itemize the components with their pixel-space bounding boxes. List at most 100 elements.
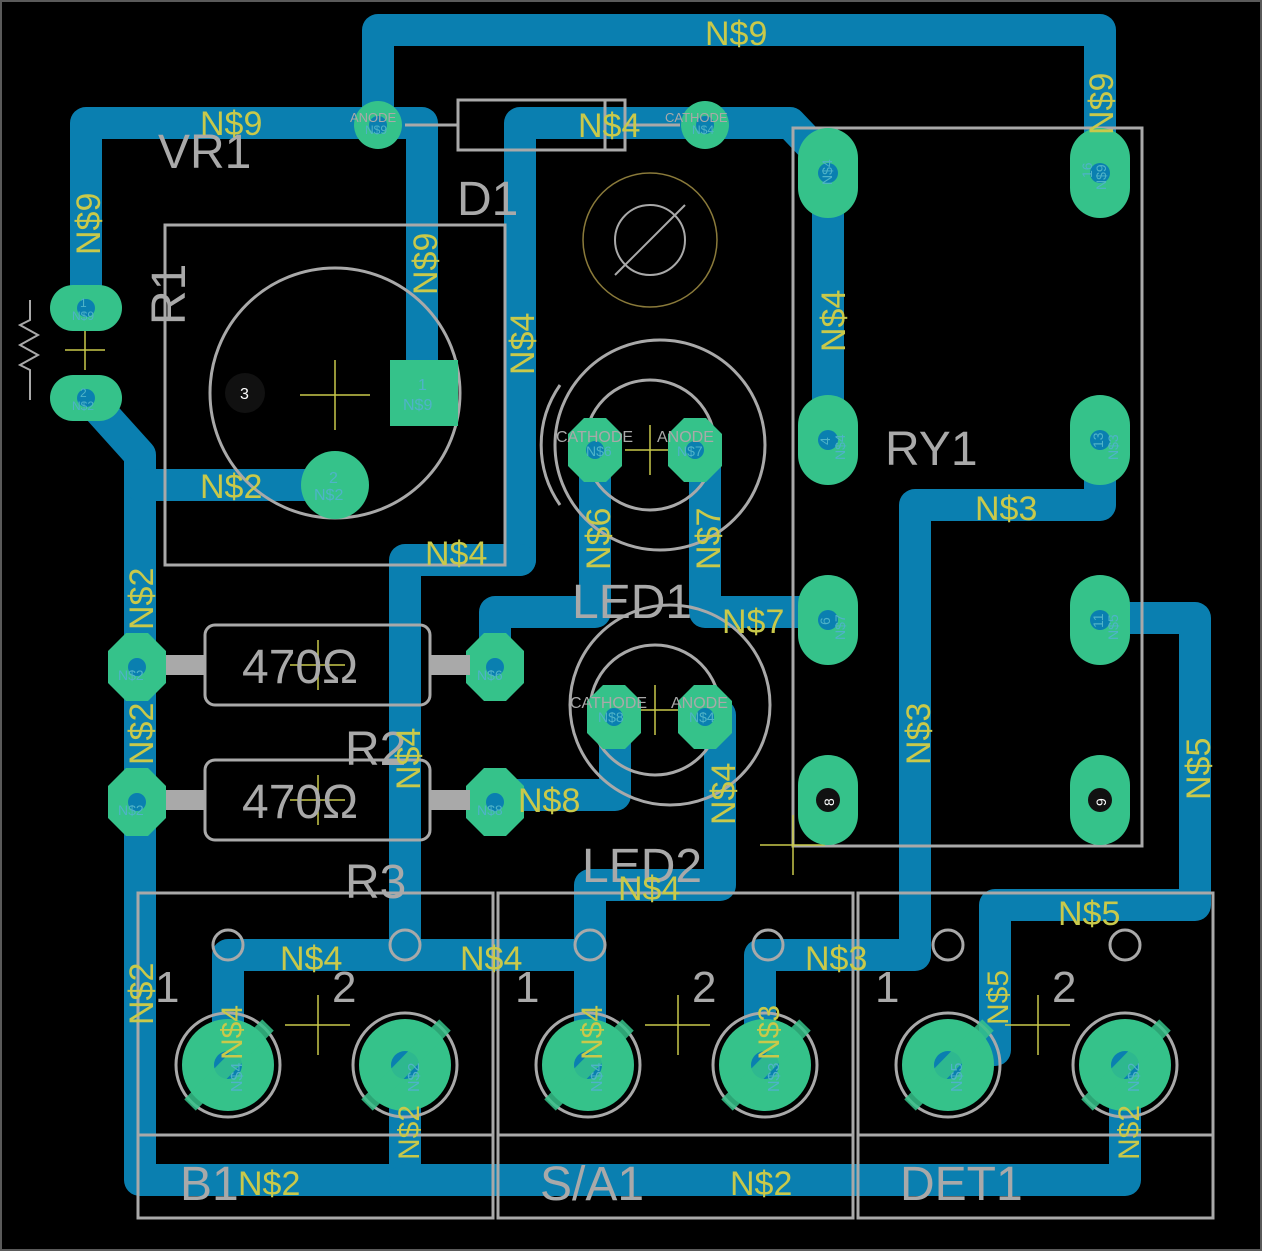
r2-value: 470Ω (242, 641, 358, 694)
b1-pad-1-net: N$4 (229, 1063, 246, 1092)
terminal-slashes (184, 1019, 1171, 1111)
r2-pad-1-net: N$2 (118, 667, 144, 683)
r1-zigzag-icon (17, 300, 41, 400)
r2-pad-2-net: N$6 (477, 667, 503, 683)
r3-pad-2-net: N$8 (477, 802, 503, 818)
net-label-n4-r: N$4 (390, 728, 428, 790)
net-label-n2-left-1: N$2 (123, 568, 161, 630)
det1-outline (856, 891, 1215, 1220)
ry1-pad-4-label: N$4 (832, 434, 848, 460)
det1-screw-1 (894, 1011, 1002, 1119)
sa1-pad-1-net: N$4 (589, 1063, 606, 1092)
vr1-pad-1-net: N$9 (403, 397, 432, 414)
label-det1: DET1 (900, 1158, 1023, 1211)
silkscreen (17, 98, 1215, 1220)
ry1-pad-1-label: N$4 (819, 159, 835, 185)
led1-cathode-label: CATHODE (556, 429, 633, 446)
sa1-outline (496, 891, 855, 1220)
ry1-pad-13-num: 13 (1090, 432, 1106, 448)
led1-cathode-net: N$6 (586, 443, 612, 459)
net-label-n3-h: N$3 (975, 490, 1037, 528)
vr1-pad-1-num: 1 (418, 377, 427, 394)
net-label-n2-vr: N$2 (200, 468, 262, 506)
label-sa1: S/A1 (540, 1158, 644, 1211)
d1-anode-net: N$9 (365, 123, 387, 137)
label-r2: R2 (345, 723, 406, 776)
det1-pin-2-label: 2 (1052, 963, 1076, 1012)
mounting-hole-inner (614, 204, 686, 276)
trace-n9-top (362, 14, 1116, 186)
vr1-pad-3 (225, 373, 265, 413)
net-label-n9-right: N$9 (1083, 73, 1121, 135)
net-label-n4-v: N$4 (504, 313, 542, 375)
net-label-n2-det: N$2 (1113, 1105, 1146, 1160)
net-label-n5-h: N$5 (1058, 895, 1120, 933)
net-label-n3-sa-v: N$3 (753, 1005, 786, 1060)
led1-body (553, 338, 767, 552)
ry1-pad-11-label: N$5 (1105, 614, 1121, 640)
r3-pad-1-net: N$2 (118, 802, 144, 818)
led2-body (568, 603, 772, 807)
net-label-n2-b1: N$2 (393, 1105, 426, 1160)
ry1-outline (791, 126, 1144, 848)
ry1-pad-6-num: 6 (817, 617, 833, 625)
sa1-pin-2-label: 2 (692, 963, 716, 1012)
vr1-pad-1 (390, 360, 458, 426)
trace-n4-mid (389, 544, 536, 966)
net-label-n2-left-3: N$2 (123, 963, 161, 1025)
traces (70, 14, 1211, 1196)
b1-hole-2 (388, 928, 422, 962)
b1-pin-1-label: 1 (155, 963, 179, 1012)
sa1-screw-2 (711, 1011, 819, 1119)
net-label-n3-b: N$3 (805, 940, 867, 978)
sa1-screw-1 (534, 1011, 642, 1119)
trace-n4-bottom-2 (574, 699, 736, 1066)
r1-pad-1-net: N$9 (72, 309, 94, 323)
det1-hole-2 (1108, 928, 1142, 962)
net-label-n5-det-v: N$5 (982, 970, 1015, 1025)
r3-value: 470Ω (242, 776, 358, 829)
vr1-outline (163, 223, 507, 567)
ry1-pad-16-num: 16 (1079, 162, 1095, 178)
b1-outline (136, 891, 495, 1220)
net-label-n4-sa: N$4 (618, 870, 680, 908)
sa1-hole-2 (751, 928, 785, 962)
net-label-n4-led2: N$4 (705, 763, 743, 825)
trace-n9-left (70, 107, 438, 401)
trace-n4-top (504, 107, 844, 576)
b1-pad-2-net: N$2 (406, 1063, 423, 1092)
label-r1: R1 (143, 264, 196, 325)
ry1-pad-9-num: 9 (1093, 798, 1109, 806)
ry1-pad-11-num: 11 (1090, 613, 1106, 628)
net-label-n5-v: N$5 (1180, 738, 1218, 800)
net-label-n9-top: N$9 (705, 15, 767, 53)
centre-marks (65, 330, 1070, 1055)
det1-pad-2-net: N$2 (1126, 1063, 1143, 1092)
net-label-n9-left-v: N$9 (70, 193, 108, 255)
net-label-n4-b1-v: N$4 (216, 1005, 249, 1060)
label-d1: D1 (457, 173, 518, 226)
led1-anode-net: N$7 (677, 443, 703, 459)
b1-hole-1 (211, 928, 245, 962)
label-led2: LED2 (582, 840, 702, 893)
sa1-hole-1 (573, 928, 607, 962)
net-label-n4-sa-v: N$4 (576, 1005, 609, 1060)
net-label-n8: N$8 (518, 782, 580, 820)
net-label-n7-v: N$7 (690, 508, 728, 570)
det1-pad-1-net: N$5 (949, 1063, 966, 1092)
net-label-n2-bottom-1: N$2 (238, 1165, 300, 1203)
mounting-hole-slash (614, 204, 686, 276)
det1-hole-1 (931, 928, 965, 962)
sa1-pin-1-label: 1 (515, 963, 539, 1012)
ry1-pad-16-label: N$9 (1093, 164, 1109, 190)
ry1-pad-6-label: N$7 (832, 614, 848, 640)
r1-pad-2-net: N$2 (72, 399, 94, 413)
label-vr1: VR1 (158, 126, 251, 179)
vr1-pad-2-net: N$2 (314, 487, 343, 504)
det1-screw-2 (1071, 1011, 1179, 1119)
d1-anode-label: ANODE (350, 110, 397, 125)
r1-pad-2-num: 2 (80, 386, 87, 400)
led2-anode-label: ANODE (671, 695, 728, 712)
net-label-n3-v: N$3 (900, 703, 938, 765)
